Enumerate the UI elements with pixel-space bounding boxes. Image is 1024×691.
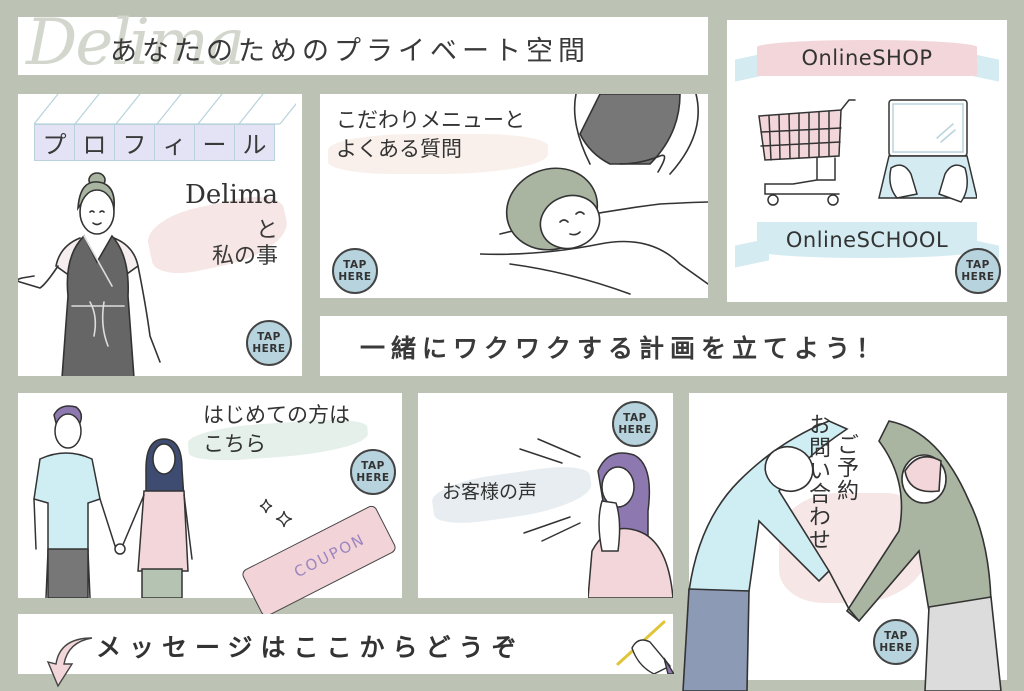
header-banner: Delima あなたのためのプライベート空間 xyxy=(18,11,708,75)
first-time-title: はじめての方は こちら xyxy=(203,401,350,459)
first-time-title-line1: はじめての方は xyxy=(203,403,350,427)
profile-brand-name: Delima xyxy=(184,180,278,210)
profile-subtitle: 私の事 xyxy=(211,244,278,269)
coupon-label: COUPON xyxy=(291,529,369,582)
online-shop-ribbon[interactable]: OnlineSHOP xyxy=(757,40,977,76)
profile-link-panel[interactable]: プ ロ フ ィ ー ル Delima と 私の事 TAP HERE xyxy=(18,94,302,376)
awning-letter: ル xyxy=(234,124,275,161)
booking-contact-link-panel[interactable]: ご予約 お問い合わせ TAP HERE xyxy=(682,393,1007,691)
here-label: HERE xyxy=(252,343,286,355)
tap-label: TAP xyxy=(623,412,647,424)
menu-title-line1: こだわりメニューと xyxy=(336,108,525,132)
first-time-visitors-link-panel[interactable]: はじめての方は こちら COUPON TAP HERE xyxy=(18,393,402,619)
tap-label: TAP xyxy=(884,630,908,642)
tap-label: TAP xyxy=(257,331,281,343)
here-label: HERE xyxy=(338,271,372,283)
tap-here-badge[interactable]: TAP HERE xyxy=(955,248,1001,294)
page-title: あなたのためのプライベート空間 xyxy=(110,36,590,67)
menu-faq-link-panel[interactable]: こだわりメニューと よくある質問 TAP HERE xyxy=(320,94,708,298)
tap-label: TAP xyxy=(361,460,385,472)
woman-pointing-illustration xyxy=(18,172,161,376)
online-shop-school-link-panel[interactable]: OnlineSHOP OnlineSCHOOL TAP HERE xyxy=(727,20,1007,302)
online-school-label: OnlineSCHOOL xyxy=(785,228,949,252)
contact-label: お問い合わせ xyxy=(805,413,830,551)
massage-illustration xyxy=(480,94,708,295)
here-label: HERE xyxy=(961,271,995,283)
awning-letter: ィ xyxy=(154,124,195,161)
here-label: HERE xyxy=(618,424,652,436)
message-cta-text: メッセージはここからどうぞ xyxy=(96,633,525,662)
customer-voices-title: お客様の声 xyxy=(442,481,538,503)
couple-heart-pose-illustration xyxy=(682,420,1002,691)
hand-with-pencil-icon xyxy=(616,620,674,674)
tap-label: TAP xyxy=(966,259,990,271)
sparkle-icon xyxy=(259,498,293,528)
online-school-ribbon[interactable]: OnlineSCHOOL xyxy=(757,222,977,258)
brush-stroke-decoration xyxy=(328,134,548,174)
online-shop-label: OnlineSHOP xyxy=(801,46,933,70)
awning-letter: プ xyxy=(34,124,75,161)
laptop-typing-icon xyxy=(878,99,977,203)
profile-heading: プ ロ フ ィ ー ル xyxy=(34,124,275,161)
profile-connector: と xyxy=(255,218,278,243)
emphasis-lines-icon xyxy=(519,438,581,542)
tap-label: TAP xyxy=(343,259,367,271)
couple-holding-hands-illustration xyxy=(33,405,193,598)
menu-title-line2: よくある質問 xyxy=(336,137,462,161)
shopping-cart-icon xyxy=(758,99,856,206)
arrow-down-left-icon xyxy=(46,637,93,688)
tap-here-badge[interactable]: TAP HERE xyxy=(873,619,919,665)
awning-letter: フ xyxy=(114,124,155,161)
booking-label: ご予約 xyxy=(833,433,858,502)
awning-letter: ー xyxy=(194,124,235,161)
tap-here-badge[interactable]: TAP HERE xyxy=(332,248,378,294)
tap-here-badge[interactable]: TAP HERE xyxy=(246,320,292,366)
awning-letter: ロ xyxy=(74,124,115,161)
menu-faq-title: こだわりメニューと よくある質問 xyxy=(336,106,525,164)
customer-voices-link-panel[interactable]: お客様の声 TAP HERE xyxy=(418,393,673,598)
here-label: HERE xyxy=(879,642,913,654)
message-banner: メッセージはここからどうぞ xyxy=(18,614,674,688)
tap-here-badge[interactable]: TAP HERE xyxy=(350,449,396,495)
slogan-text: 一緒にワクワクする計画を立てよう！ xyxy=(360,334,888,363)
tap-here-badge[interactable]: TAP HERE xyxy=(612,401,658,447)
slogan-banner: 一緒にワクワクする計画を立てよう！ xyxy=(320,316,1007,376)
surprised-woman-illustration xyxy=(588,452,673,598)
here-label: HERE xyxy=(356,472,390,484)
first-time-title-line2: こちら xyxy=(203,432,266,456)
